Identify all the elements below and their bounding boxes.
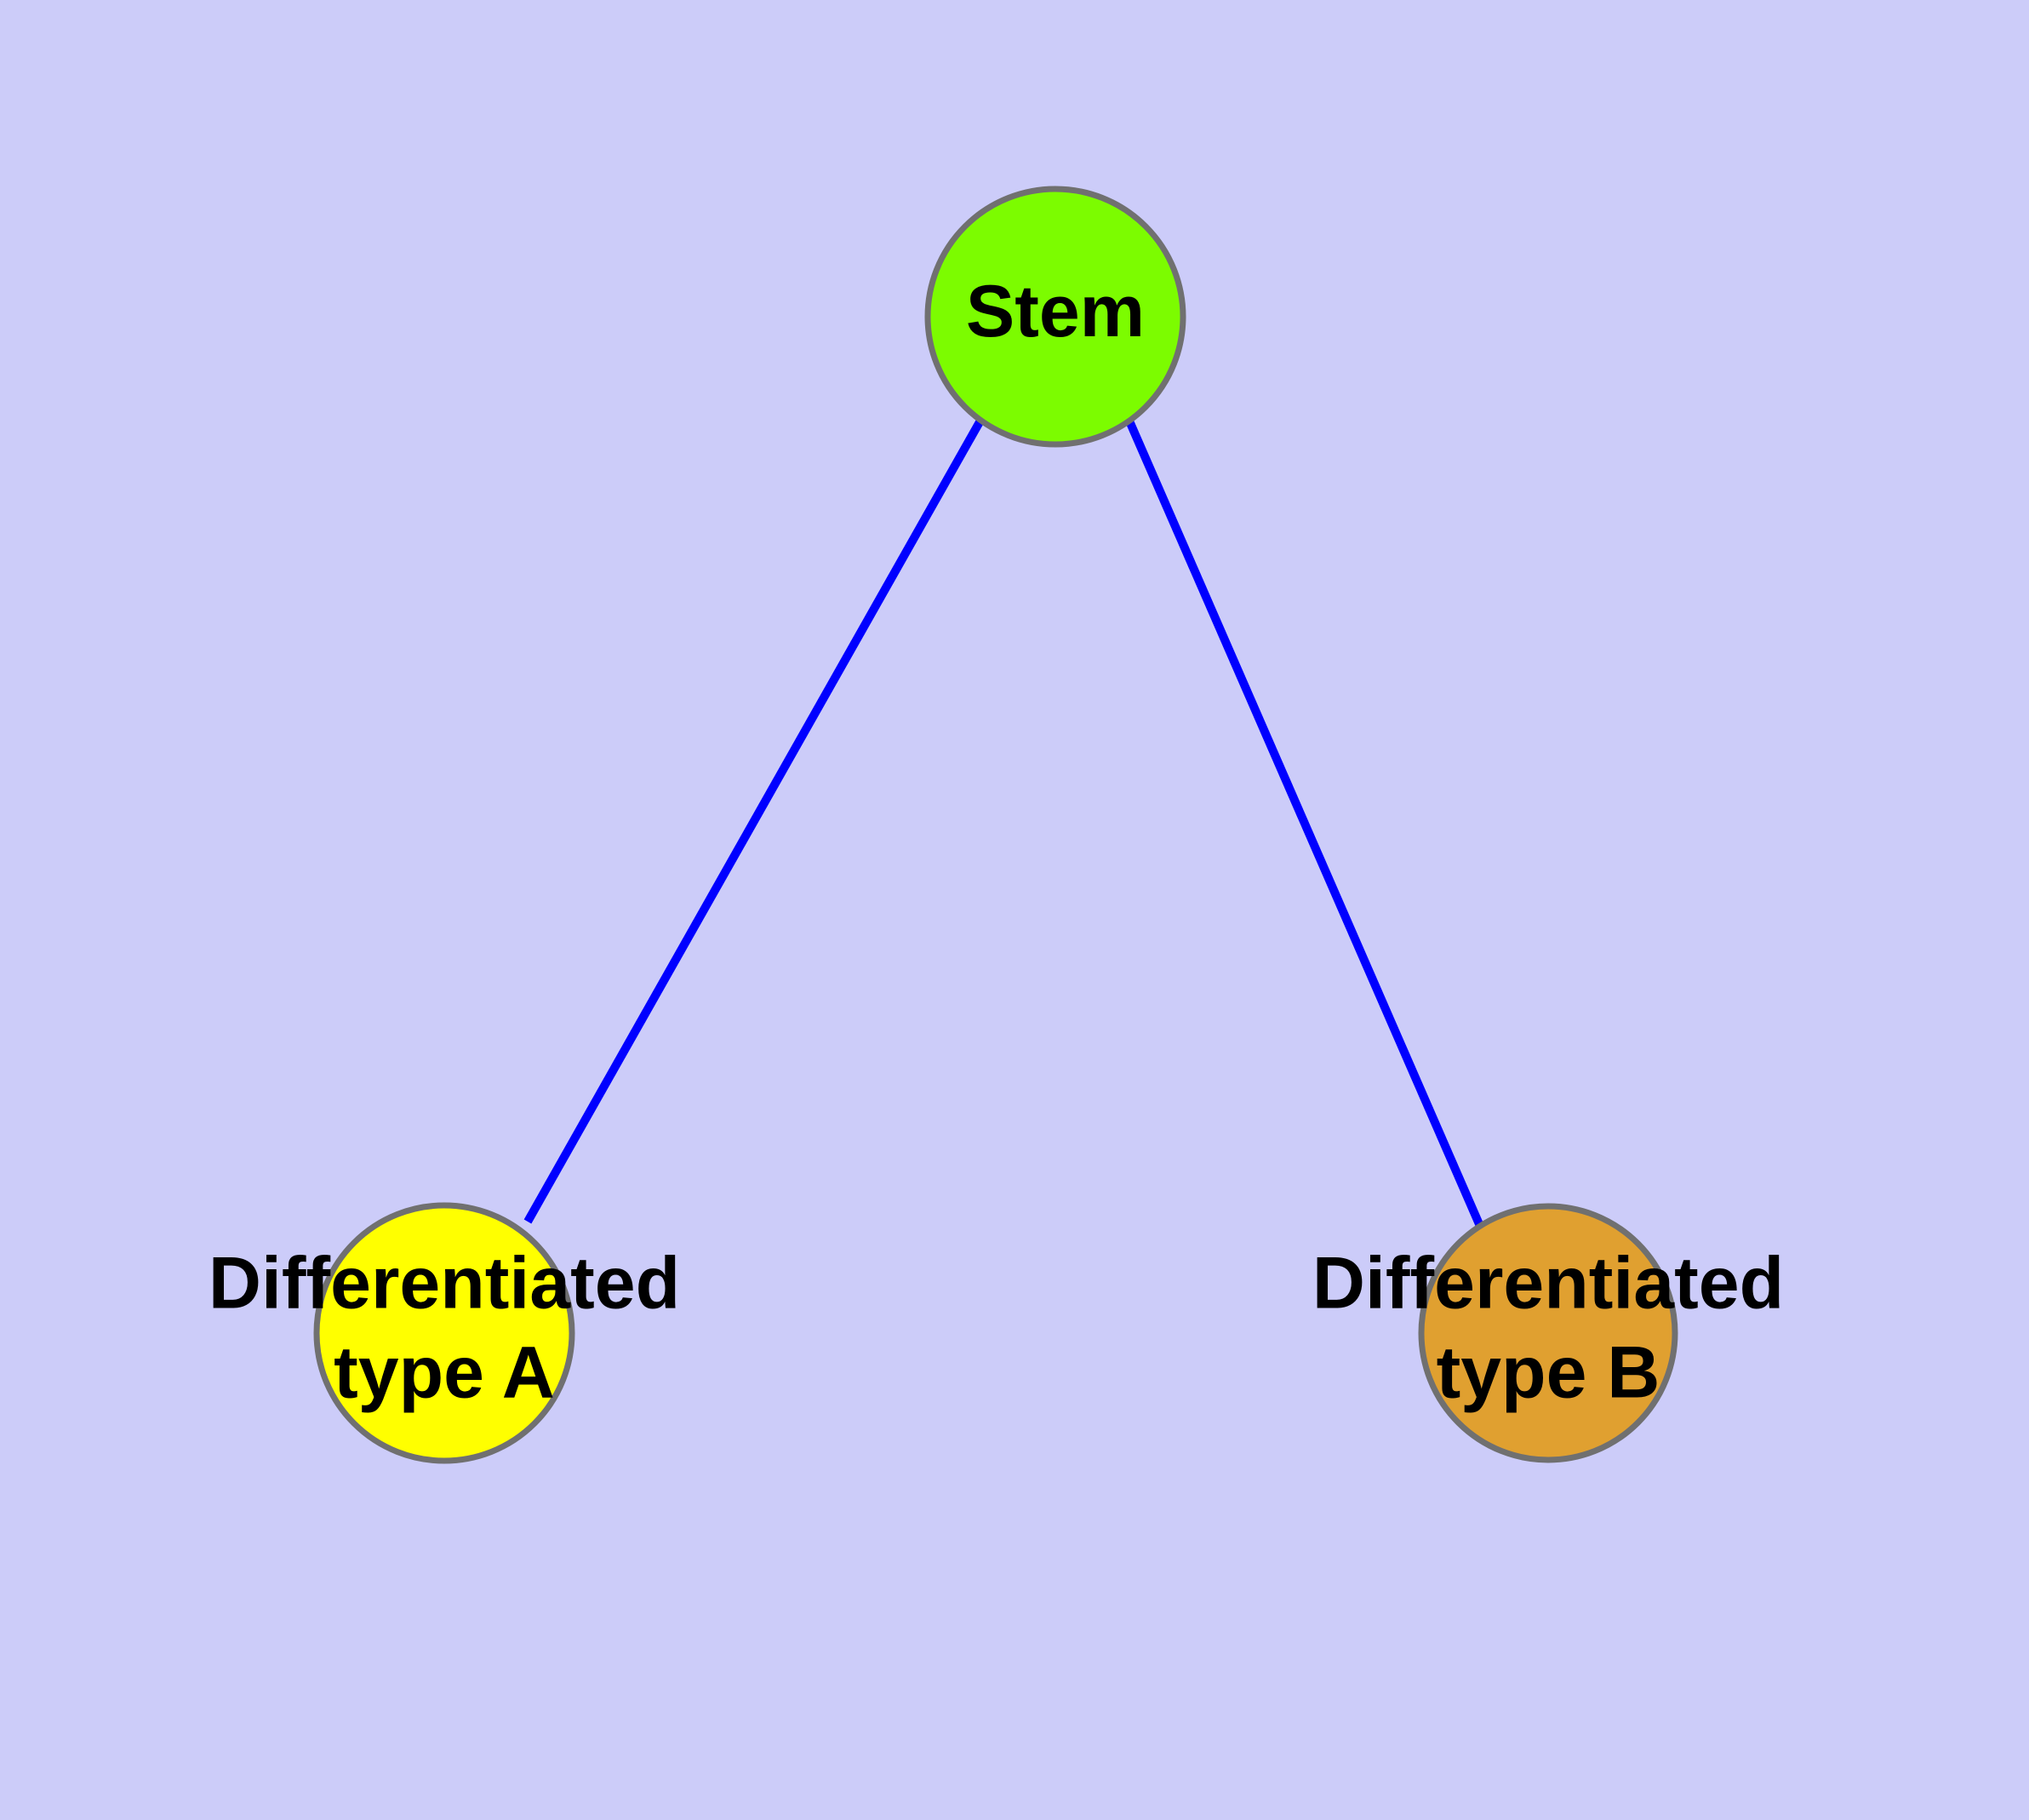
node-stem[interactable] [924, 186, 1186, 448]
node-label-line: Differentiated [209, 1242, 680, 1324]
edge-stem-to-differentiated-type-a[interactable] [523, 418, 985, 1224]
node-label-stem: Stem [966, 271, 1145, 352]
nodes-layer [313, 186, 1678, 1464]
node-label-line: Differentiated [1312, 1242, 1784, 1324]
edges-layer [523, 415, 1483, 1226]
edge-stem-to-differentiated-type-b[interactable] [1123, 415, 1483, 1226]
node-label-line: Stem [966, 271, 1145, 352]
node-label-line: type B [1437, 1331, 1660, 1413]
node-differentiated-type-a[interactable] [313, 1202, 575, 1464]
node-differentiated-type-b[interactable] [1418, 1203, 1678, 1463]
node-label-line: type A [334, 1331, 555, 1413]
